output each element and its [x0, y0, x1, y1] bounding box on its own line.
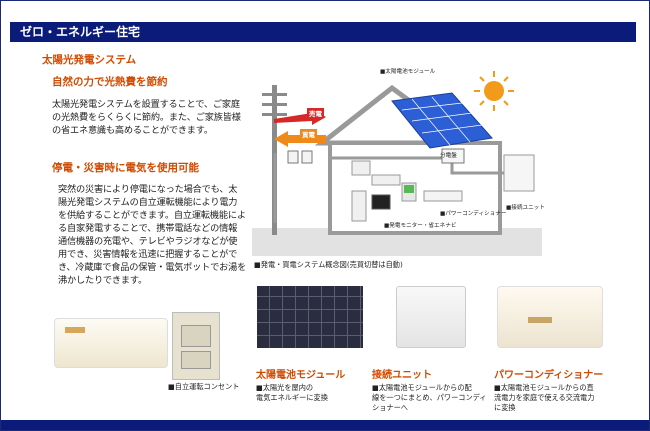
product-title-power-conditioner: パワーコンディショナー [494, 370, 604, 381]
appliance-lamp [351, 160, 371, 176]
pole-arm [262, 103, 287, 106]
pole-arm [262, 93, 287, 96]
appliance-ac [371, 174, 401, 186]
pole-arm [262, 113, 287, 116]
label-buy: 買電 [300, 129, 317, 139]
label-sell: 売電 [307, 108, 324, 118]
subheading-save-energy: 自然の力で光熱費を節約 [52, 76, 168, 88]
label-junction-box: ■接続ユニット [506, 205, 545, 211]
solar-module-photo [257, 286, 363, 348]
label-power-conditioner: ■パワーコンディショナー [440, 211, 507, 217]
label-solar-module: ■太陽電池モジュール [380, 69, 436, 75]
power-conditioner-photo [497, 286, 603, 348]
diagram-caption: ■発電・買電システム概念図(売買切替は自動) [254, 260, 403, 269]
product-title-solar-module: 太陽電池モジュール [256, 370, 346, 381]
outlet-panel-photo [172, 312, 220, 380]
outlet-socket [181, 351, 211, 369]
meter-buy [301, 150, 313, 164]
sun-rays [474, 71, 514, 111]
outlet-socket [181, 325, 211, 347]
outlet-unit-photo [54, 318, 168, 368]
power-conditioner [423, 190, 463, 202]
label-monitor: ■発電モニター・省エネナビ [384, 223, 457, 229]
subheading-power-outage: 停電・災害時に電気を使用可能 [52, 162, 199, 174]
junction-unit-photo [396, 286, 466, 348]
product-desc-solar-module: ■太陽光を屋内の 電気エネルギーに変換 [256, 383, 328, 402]
bottom-bar [1, 420, 649, 430]
page-title: ゼロ・エネルギー住宅 [10, 22, 636, 42]
outlet-caption: ■自立運転コンセント [168, 382, 240, 391]
roof-solar-panel [391, 92, 493, 149]
section-title-solar: 太陽光発電システム [42, 54, 137, 66]
product-title-junction-unit: 接続ユニット [372, 370, 432, 381]
appliance-fridge [351, 190, 367, 222]
label-distribution-board: 分電盤 [440, 153, 457, 159]
house-illustration [252, 71, 542, 256]
solar-module-grid [257, 286, 363, 348]
system-diagram: ■太陽電池モジュール 売電 買電 分電盤 ■パワーコンディショナー ■接続ユニッ… [252, 63, 545, 263]
unit-logo-plate [65, 327, 85, 333]
sun-icon [484, 81, 504, 101]
appliance-tv [371, 194, 391, 210]
product-desc-power-conditioner: ■太陽電池モジュールからの直 流電力を家庭で使える交流電力 に変換 [494, 383, 595, 412]
paragraph-power-outage: 突然の災害により停電になった場合でも、太 陽光発電システムの自立運転機能により電… [58, 184, 247, 286]
distribution-board [441, 148, 465, 164]
paragraph-save-energy: 太陽光発電システムを設置することで、ご家庭 の光熱費をらくらくに節約。また、ご家… [52, 99, 241, 136]
top-bar [1, 1, 649, 21]
conditioner-logo-plate [528, 317, 552, 323]
monitor-screen [404, 185, 414, 193]
product-desc-junction-unit: ■太陽電池モジュールからの配 線を一つにまとめ、パワーコンディ ショナーへ [372, 383, 487, 412]
meter-sell [287, 150, 299, 164]
junction-box [503, 154, 535, 192]
